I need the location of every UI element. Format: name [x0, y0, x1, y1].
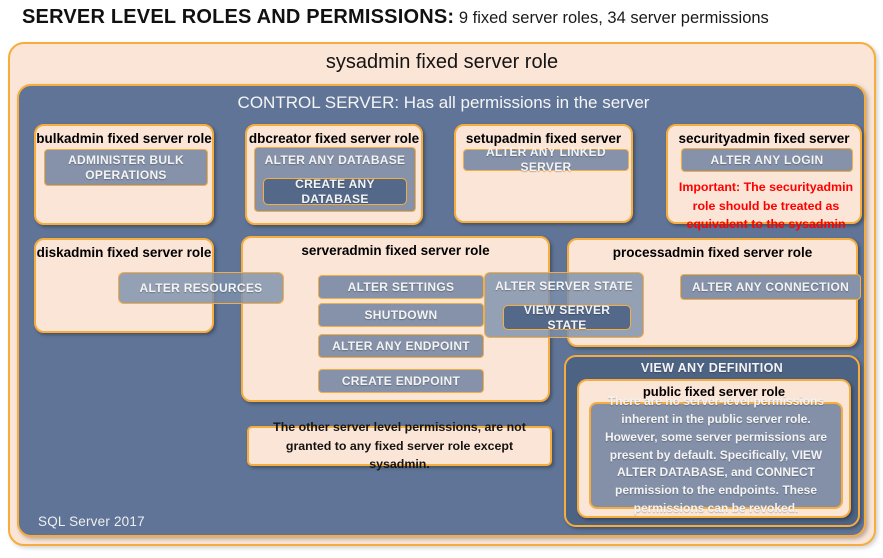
- processadmin-role-title: processadmin fixed server role: [612, 245, 813, 260]
- permission-alter-any-endpoint: ALTER ANY ENDPOINT: [318, 334, 484, 358]
- dbcreator-role-title: dbcreator fixed server role: [248, 131, 420, 146]
- permission-create-any-database: CREATE ANY DATABASE: [263, 177, 407, 206]
- sysadmin-role-label: sysadmin fixed server role: [325, 51, 559, 73]
- public-role-description: There are no server-level permissions in…: [589, 394, 843, 515]
- public-role-title: public fixed server role: [642, 384, 786, 399]
- bulkadmin-role-box: bulkadmin fixed server role ADMINISTER B…: [34, 124, 214, 225]
- permission-alter-settings: ALTER SETTINGS: [318, 275, 484, 299]
- permission-view-any-definition: VIEW ANY DEFINITION: [640, 361, 784, 375]
- page-subtitle: 9 fixed server roles, 34 server permissi…: [454, 9, 769, 27]
- version-label: SQL Server 2017: [38, 514, 145, 529]
- permission-administer-bulk-operations: ADMINISTER BULK OPERATIONS: [44, 149, 208, 186]
- permission-alter-any-login: ALTER ANY LOGIN: [681, 148, 853, 172]
- permission-alter-resources: ALTER RESOURCES: [118, 272, 284, 304]
- serveradmin-role-title: serveradmin fixed server role: [301, 243, 490, 258]
- control-server-panel: CONTROL SERVER: Has all permissions in t…: [17, 84, 866, 537]
- control-server-label: CONTROL SERVER: Has all permissions in t…: [237, 93, 650, 112]
- securityadmin-role-box: securityadmin fixed server role ALTER AN…: [666, 124, 862, 250]
- setupadmin-role-box: setupadmin fixed server role ALTER ANY L…: [454, 124, 633, 223]
- view-any-definition-box: VIEW ANY DEFINITION public fixed server …: [564, 355, 860, 527]
- other-permissions-note: The other server level permissions, are …: [247, 420, 552, 471]
- permission-alter-any-linked-server: ALTER ANY LINKED SERVER: [463, 145, 629, 174]
- public-role-box: public fixed server role There are no se…: [577, 379, 851, 518]
- dbcreator-role-box: dbcreator fixed server role ALTER ANY DA…: [245, 124, 423, 225]
- permission-create-endpoint: CREATE ENDPOINT: [318, 369, 484, 393]
- bulkadmin-role-title: bulkadmin fixed server role: [36, 131, 212, 146]
- page-title-bold: SERVER LEVEL ROLES AND PERMISSIONS:: [22, 6, 455, 28]
- diskadmin-role-title: diskadmin fixed server role: [36, 245, 212, 260]
- permission-alter-any-connection: ALTER ANY CONNECTION: [680, 274, 861, 300]
- page-title: SERVER LEVEL ROLES AND PERMISSIONS: 9 fi…: [22, 6, 862, 29]
- permission-view-server-state: VIEW SERVER STATE: [503, 303, 631, 332]
- permission-shutdown: SHUTDOWN: [318, 303, 484, 327]
